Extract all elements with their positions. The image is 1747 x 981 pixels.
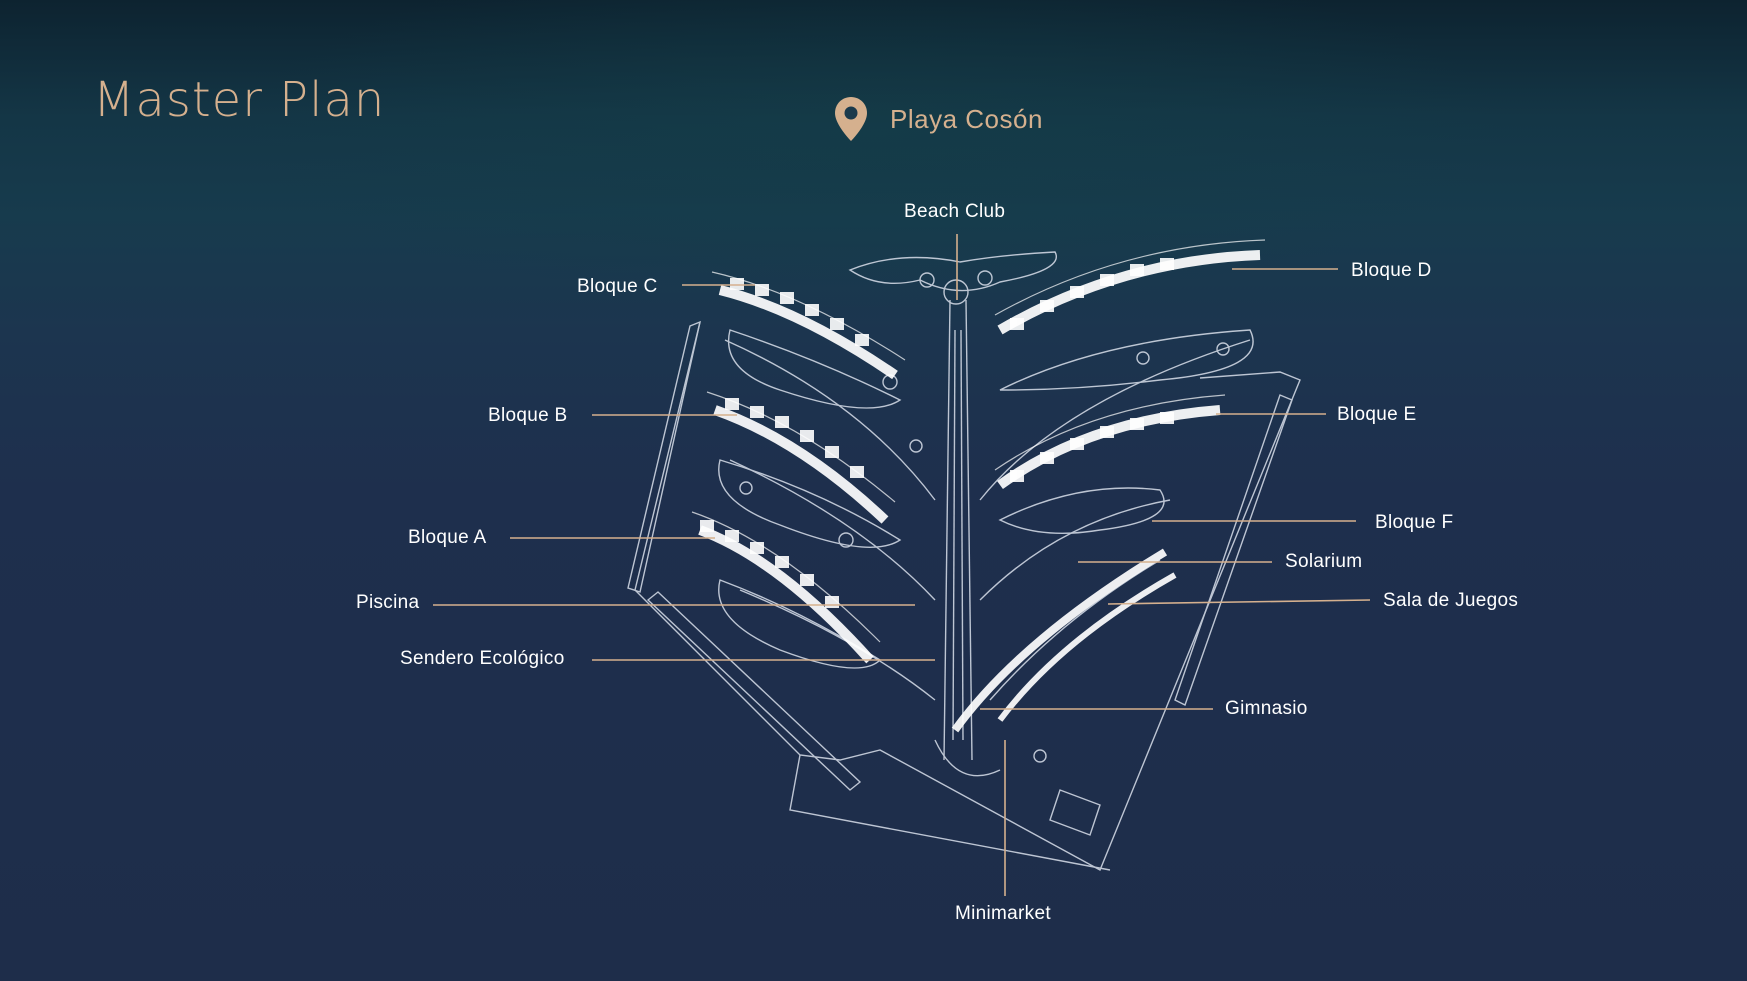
label-bloque-e: Bloque E — [1337, 404, 1417, 425]
label-bloque-c: Bloque C — [577, 276, 658, 297]
label-sendero-ecologico: Sendero Ecológico — [400, 648, 565, 669]
label-bloque-b: Bloque B — [488, 405, 568, 426]
label-bloque-a: Bloque A — [408, 527, 487, 548]
location-tag: Playa Cosón — [834, 96, 1043, 142]
label-beach-club: Beach Club — [904, 201, 1006, 222]
page-title: Master Plan — [93, 72, 386, 128]
label-piscina: Piscina — [356, 592, 420, 613]
label-gimnasio: Gimnasio — [1225, 698, 1308, 719]
label-bloque-d: Bloque D — [1351, 260, 1432, 281]
label-bloque-f: Bloque F — [1375, 512, 1454, 533]
label-minimarket: Minimarket — [955, 903, 1051, 924]
label-sala-de-juegos: Sala de Juegos — [1383, 590, 1519, 611]
location-label: Playa Cosón — [890, 103, 1043, 134]
map-pin-icon — [835, 97, 867, 141]
label-solarium: Solarium — [1285, 551, 1363, 572]
